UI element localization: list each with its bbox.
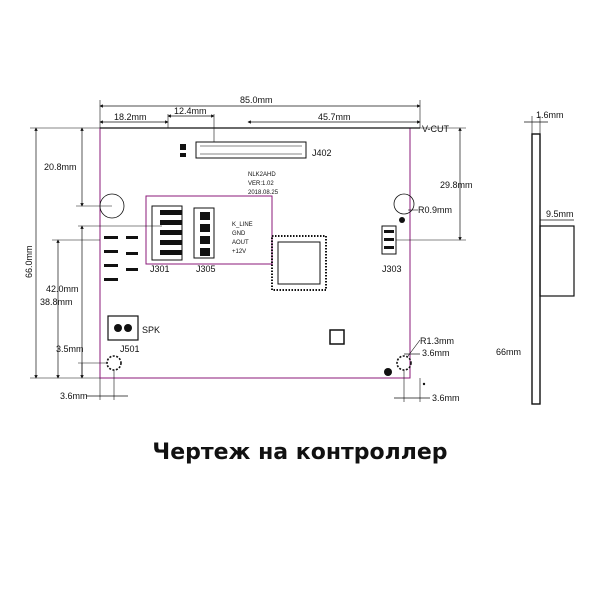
- dim-side-depth-label: 9.5mm: [546, 209, 574, 219]
- dim-side-thickness-label: 1.6mm: [536, 110, 564, 120]
- dim-bottom-left-hole-label: 3.6mm: [60, 391, 88, 401]
- small-dot: [422, 382, 426, 386]
- pin-k-line: K_LINE: [232, 222, 253, 228]
- j402-label: J402: [312, 148, 332, 158]
- pad-bottom-right: [384, 368, 392, 376]
- caption: Чертеж на контроллер: [152, 440, 448, 465]
- connector-region: [145, 195, 273, 265]
- dim-bottom-hole-label: 3.5mm: [56, 344, 84, 354]
- board-date: 2018.08.25: [248, 190, 279, 196]
- left-passives: [104, 236, 138, 281]
- vcut-label: V-CUT: [422, 124, 450, 134]
- dim-height-total-label: 66.0mm: [24, 245, 34, 278]
- j301-pins: [160, 210, 182, 255]
- small-chip: [329, 329, 345, 345]
- mount-hole-right-pad: [399, 217, 405, 223]
- spk-label: SPK: [142, 325, 160, 335]
- mcu-chip-pins: [271, 235, 327, 291]
- j402-pins: [200, 145, 302, 155]
- j501-label: J501: [120, 344, 140, 354]
- dim-right-hole-height-label: 29.8mm: [440, 180, 473, 190]
- dim-bottom-right-hole-label: 3.6mm: [432, 393, 460, 403]
- pin-aout: AOUT: [232, 240, 249, 246]
- smd-component: [180, 144, 186, 150]
- j402-connector: [195, 141, 307, 159]
- board-name: NLK2AHD: [248, 172, 276, 178]
- j501-pin: [124, 324, 132, 332]
- dim-right-hole-radius-label: R0.9mm: [418, 205, 452, 215]
- dim-mid-height-label: 42.0mm: [46, 284, 79, 294]
- dim-right-to-j402-label: 45.7mm: [318, 112, 351, 122]
- side-view-board: [531, 133, 541, 405]
- j305-pins: [200, 212, 210, 256]
- j501-connector: [107, 315, 139, 341]
- dim-corner-offset-label: 3.6mm: [422, 348, 450, 358]
- pin-12v: +12V: [232, 249, 246, 255]
- pin-gnd: GND: [232, 231, 246, 237]
- mount-hole-bottom-left: [106, 355, 122, 371]
- dim-j402-offset-label: 12.4mm: [174, 106, 207, 116]
- leader-corner-radius: [407, 339, 421, 357]
- dim-top-to-hole-label: 20.8mm: [44, 162, 77, 172]
- mount-hole-bottom-right: [396, 355, 412, 371]
- board-version: VER:1.02: [248, 181, 274, 187]
- j303-pins: [384, 230, 394, 249]
- j301-label: J301: [150, 264, 170, 274]
- mcu-chip: [277, 241, 321, 285]
- dim-side-height-label: 66mm: [496, 347, 521, 357]
- dim-left-to-j402-label: 18.2mm: [114, 112, 147, 122]
- controller-drawing: J402 NLK2AHD VER:1.02 2018.08.25 J301 J3…: [24, 95, 575, 405]
- dim-overall-width-label: 85.0mm: [240, 95, 273, 105]
- side-view-component: [539, 225, 575, 297]
- dim-corner-radius-label: R1.3mm: [420, 336, 454, 346]
- j305-label: J305: [196, 264, 216, 274]
- j305-connector: [193, 207, 215, 259]
- j501-pin: [114, 324, 122, 332]
- j303-label: J303: [382, 264, 402, 274]
- smd-component: [180, 153, 186, 157]
- dim-lower-height-label: 38.8mm: [40, 297, 73, 307]
- mount-hole-right: [393, 193, 415, 215]
